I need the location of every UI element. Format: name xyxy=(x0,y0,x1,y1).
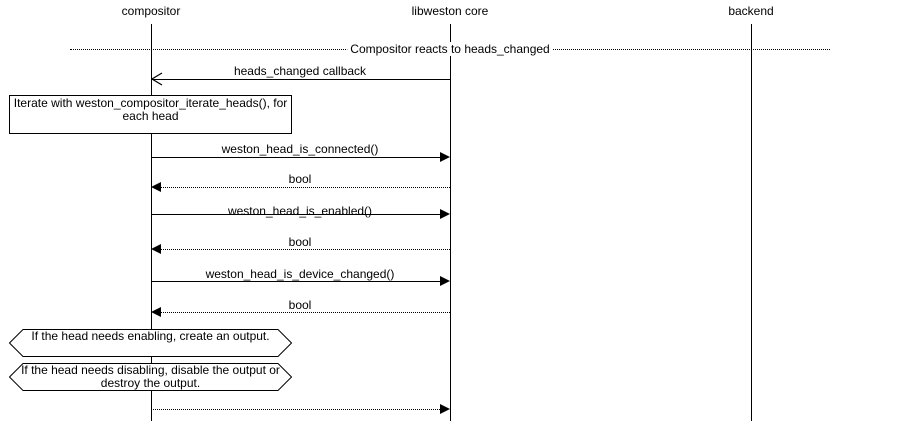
arrowhead-filled-right-icon xyxy=(440,209,450,219)
condition-enable-head: If the head needs enabling, create an ou… xyxy=(9,329,292,357)
arrowhead-filled-left-icon xyxy=(151,307,161,317)
arrowhead-filled-left-icon xyxy=(151,182,161,192)
message-line-weston-head-is-enabled xyxy=(151,214,440,215)
participant-label-compositor: compositor xyxy=(121,4,181,18)
message-line-heads-changed-callback xyxy=(151,79,450,80)
message-label-bool-return-enabled: bool xyxy=(288,235,312,249)
condition-enable-head-label: If the head needs enabling, create an ou… xyxy=(31,329,270,343)
message-label-weston-head-is-device-changed: weston_head_is_device_changed() xyxy=(205,267,395,281)
message-line-bool-return-device-changed xyxy=(161,312,450,313)
message-line-final-return xyxy=(151,409,440,410)
condition-disable-head-label: If the head needs disabling, disable the… xyxy=(21,363,280,390)
lifeline-backend xyxy=(751,24,752,421)
message-line-bool-return-connected xyxy=(161,187,450,188)
arrowhead-filled-right-icon xyxy=(440,276,450,286)
lifeline-compositor xyxy=(151,24,152,421)
message-label-bool-return-connected: bool xyxy=(288,172,312,186)
arrowhead-open-left-icon xyxy=(150,72,163,86)
message-line-bool-return-enabled xyxy=(161,249,450,250)
arrowhead-filled-left-icon xyxy=(151,244,161,254)
message-label-bool-return-device-changed: bool xyxy=(288,298,312,312)
participant-label-backend: backend xyxy=(728,4,774,18)
participant-label-libweston-core: libweston core xyxy=(411,4,489,18)
note-iterate-heads: Iterate with weston_compositor_iterate_h… xyxy=(9,95,292,134)
lifeline-libweston-core xyxy=(450,24,451,421)
message-label-weston-head-is-connected: weston_head_is_connected() xyxy=(221,142,379,156)
message-line-weston-head-is-device-changed xyxy=(151,281,440,282)
arrowhead-filled-right-icon xyxy=(440,152,450,162)
divider-label: Compositor reacts to heads_changed xyxy=(347,42,553,56)
arrowhead-filled-right-icon xyxy=(440,404,450,414)
message-label-weston-head-is-enabled: weston_head_is_enabled() xyxy=(227,204,373,218)
message-line-weston-head-is-connected xyxy=(151,157,440,158)
message-label-heads-changed-callback: heads_changed callback xyxy=(233,64,367,78)
condition-disable-head: If the head needs disabling, disable the… xyxy=(9,363,292,391)
